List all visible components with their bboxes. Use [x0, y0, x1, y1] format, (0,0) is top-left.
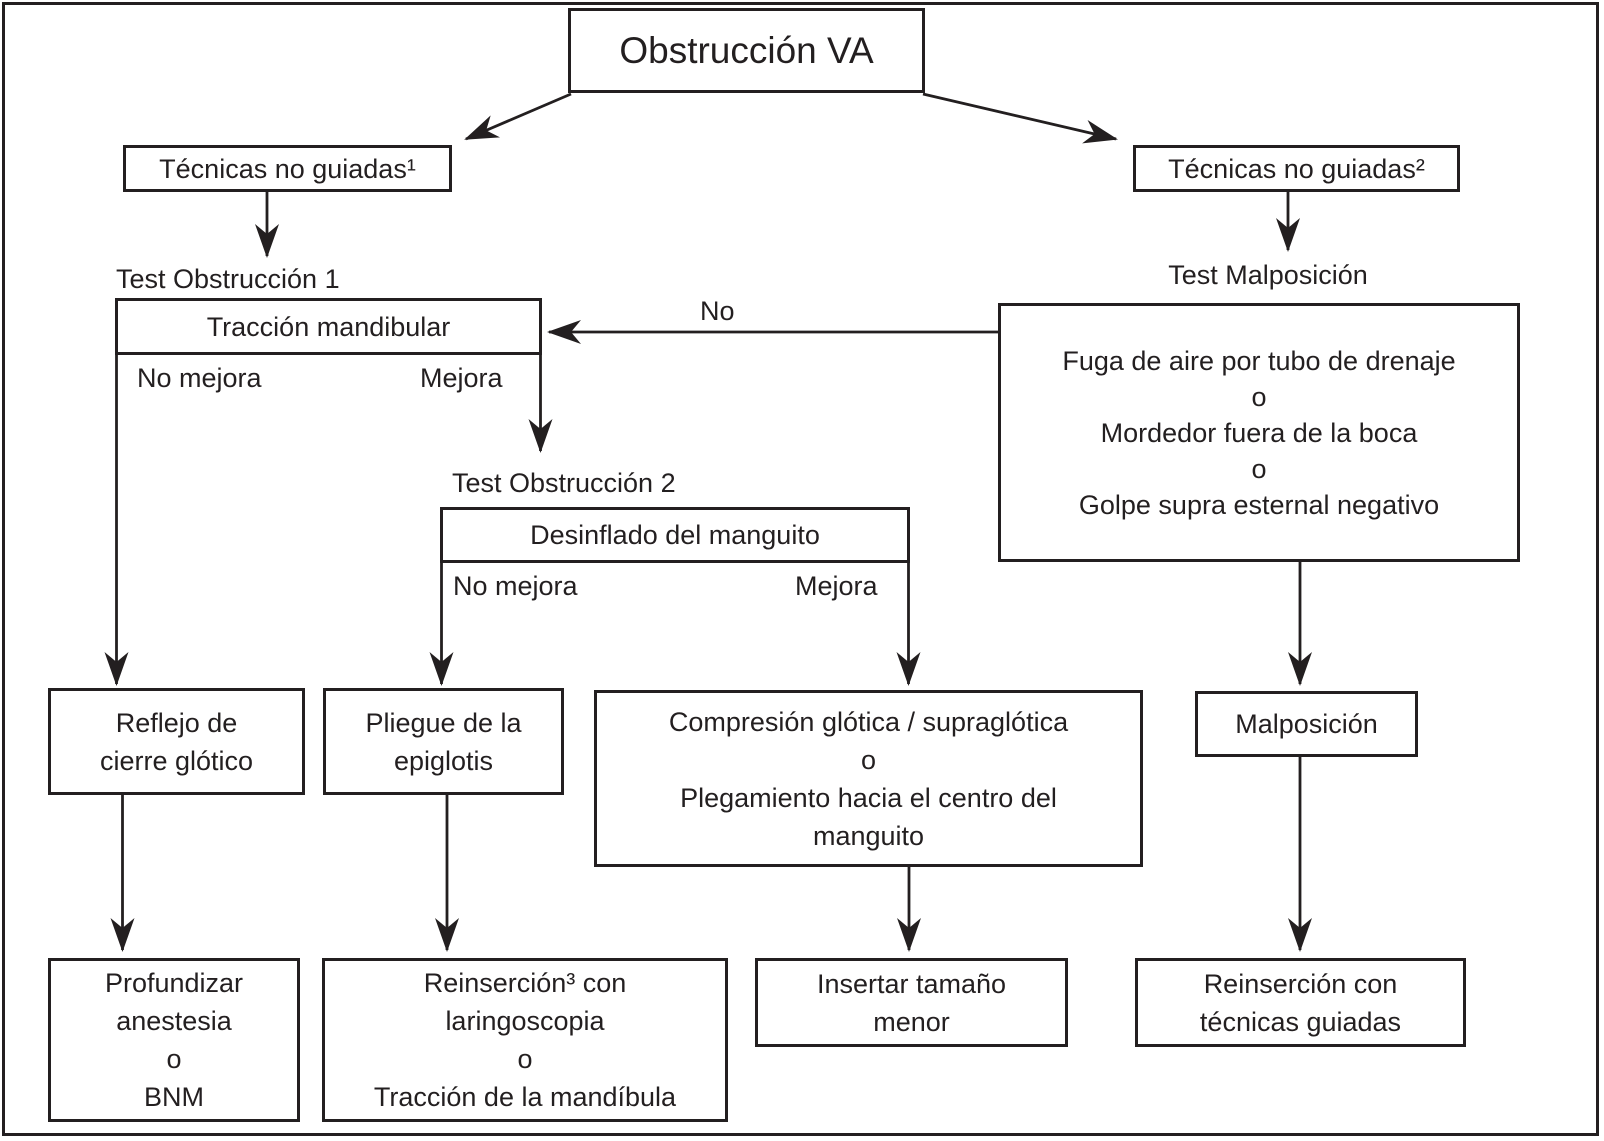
- pliegue-line: Pliegue de la: [365, 707, 522, 738]
- malposition-test-title: Test Malposición: [1168, 260, 1368, 290]
- compresion-line: Plegamiento hacia el centro del: [680, 782, 1057, 813]
- test1-title: Test Obstrucción 1: [116, 264, 340, 294]
- compresion-line: o: [860, 744, 877, 775]
- compresion-line: manguito: [812, 820, 925, 851]
- test1-outcome-negative: No mejora: [137, 363, 262, 393]
- right-branch-label: Técnicas no guiadas²: [1168, 153, 1425, 184]
- left-branch-box: Técnicas no guiadas¹: [123, 145, 452, 192]
- profundizar-line: Profundizar: [104, 968, 244, 998]
- test1-action-label: Tracción mandibular: [206, 311, 451, 342]
- pliegue-box: Pliegue de la epiglotis: [323, 688, 564, 795]
- malposition-criterion: Golpe supra esternal negativo: [1078, 489, 1440, 520]
- left-branch-label: Técnicas no guiadas¹: [159, 153, 416, 184]
- reinsercion-laringoscopia-line: Tracción de la mandíbula: [373, 1082, 677, 1112]
- malposicion-label: Malposición: [1235, 709, 1378, 739]
- malposition-criterion-or: o: [1251, 381, 1267, 412]
- reinsercion-guiada-line: técnicas guiadas: [1199, 1006, 1402, 1037]
- test1-action-box: Tracción mandibular: [115, 298, 542, 355]
- profundizar-line: BNM: [144, 1082, 204, 1112]
- insertar-menor-line: menor: [873, 1006, 950, 1037]
- insertar-menor-line: Insertar tamaño: [816, 968, 1007, 999]
- test1-outcome-positive: Mejora: [420, 363, 503, 393]
- root-box: Obstrucción VA: [568, 8, 925, 93]
- test2-outcome-negative: No mejora: [453, 571, 578, 601]
- reinsercion-guiada-line: Reinserción con: [1203, 968, 1398, 999]
- test2-action-label: Desinflado del manguito: [530, 520, 820, 550]
- reflejo-line: cierre glótico: [99, 745, 254, 776]
- reinsercion-laringoscopia-box: Reinserción³ con laringoscopia o Tracció…: [322, 958, 728, 1122]
- reinsercion-laringoscopia-line: laringoscopia: [445, 1006, 605, 1036]
- malposition-criterion: Mordedor fuera de la boca: [1100, 417, 1418, 448]
- compresion-line: Compresión glótica / supraglótica: [668, 706, 1069, 737]
- right-branch-box: Técnicas no guiadas²: [1133, 145, 1460, 192]
- no-arrow-label: No: [700, 296, 735, 326]
- malposicion-box: Malposición: [1195, 691, 1418, 757]
- profundizar-line: anestesia: [116, 1006, 232, 1036]
- reinsercion-laringoscopia-line: Reinserción³ con: [423, 968, 627, 998]
- reinsercion-guiada-box: Reinserción con técnicas guiadas: [1135, 958, 1466, 1047]
- test2-title: Test Obstrucción 2: [452, 468, 676, 498]
- test2-outcome-positive: Mejora: [795, 571, 878, 601]
- reinsercion-laringoscopia-line: o: [517, 1044, 533, 1074]
- root-label: Obstrucción VA: [619, 29, 874, 71]
- compresion-box: Compresión glótica / supraglótica o Pleg…: [594, 690, 1143, 867]
- pliegue-line: epiglotis: [393, 745, 494, 776]
- profundizar-box: Profundizar anestesia o BNM: [48, 958, 300, 1122]
- reflejo-line: Reflejo de: [115, 707, 238, 738]
- test2-action-box: Desinflado del manguito: [440, 507, 910, 563]
- profundizar-line: o: [166, 1044, 182, 1074]
- malposition-test-box: Fuga de aire por tubo de drenaje o Morde…: [998, 303, 1520, 562]
- reflejo-box: Reflejo de cierre glótico: [48, 688, 305, 795]
- insertar-menor-box: Insertar tamaño menor: [755, 958, 1068, 1047]
- malposition-criterion: Fuga de aire por tubo de drenaje: [1062, 345, 1456, 376]
- malposition-criterion-or: o: [1251, 453, 1267, 484]
